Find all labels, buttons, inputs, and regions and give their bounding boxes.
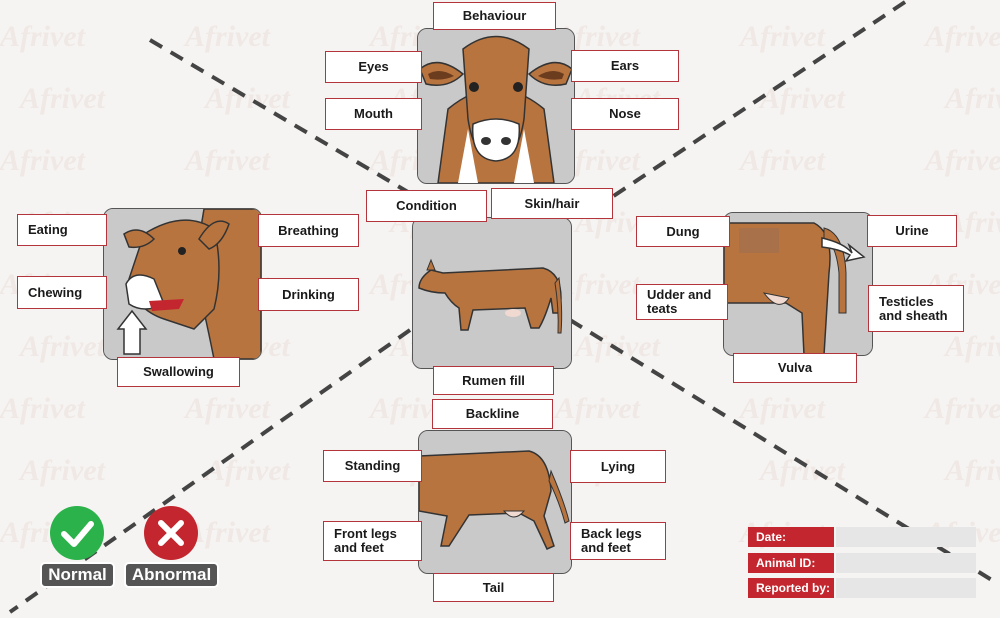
label-mouth: Mouth bbox=[325, 98, 422, 130]
label-breathing: Breathing bbox=[258, 214, 359, 247]
label-udder-teats: Udder and teats bbox=[636, 284, 728, 320]
label-swallowing: Swallowing bbox=[117, 357, 240, 387]
normal-label: Normal bbox=[40, 562, 115, 588]
animal-id-field[interactable] bbox=[836, 553, 976, 573]
label-tail: Tail bbox=[433, 573, 554, 602]
watermark-text: Afrivet bbox=[20, 82, 105, 115]
watermark-text: Afrivet bbox=[945, 82, 1000, 115]
animal-id-label: Animal ID: bbox=[748, 553, 834, 573]
head-side-panel bbox=[103, 208, 262, 360]
watermark-text: Afrivet bbox=[20, 454, 105, 487]
watermark-text: Afrivet bbox=[925, 392, 1000, 425]
label-ears: Ears bbox=[571, 50, 679, 82]
watermark-text: Afrivet bbox=[185, 392, 270, 425]
date-label: Date: bbox=[748, 527, 834, 547]
label-condition: Condition bbox=[366, 190, 487, 222]
date-field[interactable] bbox=[836, 527, 976, 547]
normal-legend: Normal bbox=[40, 506, 115, 594]
watermark-text: Afrivet bbox=[760, 454, 845, 487]
watermark-text: Afrivet bbox=[185, 144, 270, 177]
label-backline: Backline bbox=[432, 399, 553, 429]
watermark-text: Afrivet bbox=[0, 144, 85, 177]
label-nose: Nose bbox=[571, 98, 679, 130]
watermark-text: Afrivet bbox=[740, 144, 825, 177]
label-eyes: Eyes bbox=[325, 51, 422, 83]
abnormal-legend: Abnormal bbox=[124, 506, 219, 594]
label-dung: Dung bbox=[636, 216, 730, 247]
label-rumen-fill: Rumen fill bbox=[433, 366, 554, 395]
check-icon bbox=[50, 506, 104, 560]
watermark-text: Afrivet bbox=[205, 82, 290, 115]
animal-id-row: Animal ID: bbox=[748, 553, 976, 573]
watermark-text: Afrivet bbox=[205, 454, 290, 487]
cow-walking-panel bbox=[418, 430, 572, 574]
reported-by-field[interactable] bbox=[836, 578, 976, 598]
date-row: Date: bbox=[748, 527, 976, 547]
cow-side-panel bbox=[412, 217, 572, 369]
watermark-text: Afrivet bbox=[185, 20, 270, 53]
watermark-text: Afrivet bbox=[0, 392, 85, 425]
watermark-text: Afrivet bbox=[925, 144, 1000, 177]
label-urine: Urine bbox=[867, 215, 957, 247]
watermark-text: Afrivet bbox=[945, 330, 1000, 363]
cross-icon bbox=[144, 506, 198, 560]
watermark-text: Afrivet bbox=[740, 20, 825, 53]
head-front-panel bbox=[417, 28, 575, 184]
watermark-text: Afrivet bbox=[20, 330, 105, 363]
label-front-legs-feet: Front legs and feet bbox=[323, 521, 422, 561]
label-testicles-sheath: Testicles and sheath bbox=[868, 285, 964, 332]
label-skin-hair: Skin/hair bbox=[491, 188, 613, 219]
reported-by-row: Reported by: bbox=[748, 578, 976, 598]
watermark-text: Afrivet bbox=[575, 330, 660, 363]
label-lying: Lying bbox=[570, 450, 666, 483]
abnormal-label: Abnormal bbox=[124, 562, 219, 588]
label-chewing: Chewing bbox=[17, 276, 107, 309]
watermark-text: Afrivet bbox=[185, 516, 270, 549]
reported-by-label: Reported by: bbox=[748, 578, 834, 598]
label-back-legs-feet: Back legs and feet bbox=[570, 522, 666, 560]
watermark-text: Afrivet bbox=[740, 392, 825, 425]
watermark-text: Afrivet bbox=[945, 454, 1000, 487]
label-behaviour: Behaviour bbox=[433, 2, 556, 30]
label-standing: Standing bbox=[323, 450, 422, 482]
label-drinking: Drinking bbox=[258, 278, 359, 311]
cow-rear-panel bbox=[723, 212, 873, 356]
watermark-text: Afrivet bbox=[555, 392, 640, 425]
label-vulva: Vulva bbox=[733, 353, 857, 383]
watermark-text: Afrivet bbox=[925, 20, 1000, 53]
watermark-text: Afrivet bbox=[0, 20, 85, 53]
label-eating: Eating bbox=[17, 214, 107, 246]
